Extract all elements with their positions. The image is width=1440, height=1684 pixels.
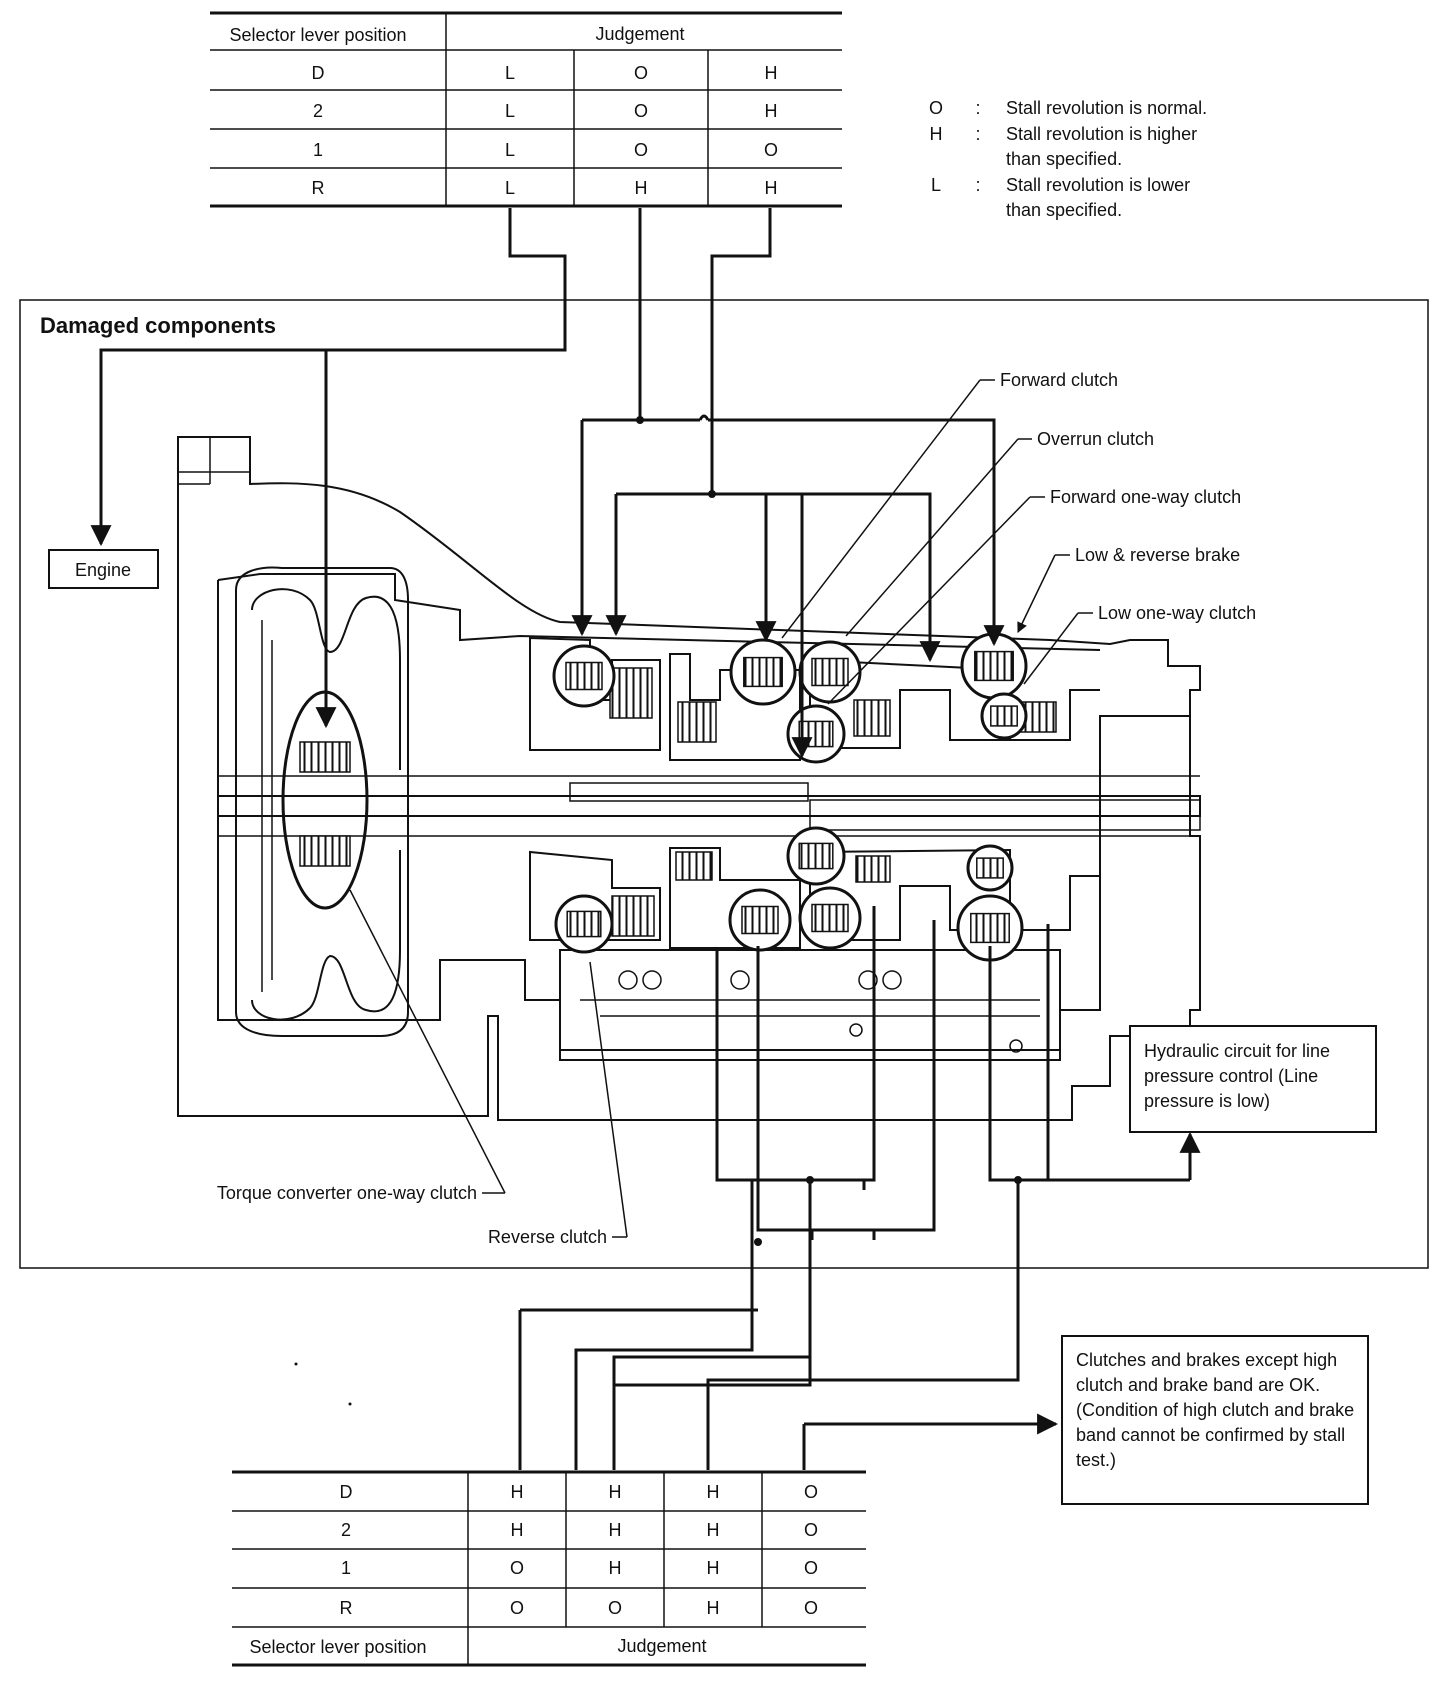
- circle-torque-converter-one-way-clutch: [281, 690, 369, 910]
- engine-label: Engine: [75, 560, 131, 580]
- bottom-table-cell: H: [707, 1598, 720, 1618]
- legend-separator: :: [975, 98, 980, 118]
- bottom-table-row-position: D: [340, 1482, 353, 1502]
- legend-text: Stall revolution is higher: [1006, 124, 1197, 144]
- circle-overrun-lower: [786, 826, 846, 886]
- bottom-table-row-position: 1: [341, 1558, 351, 1578]
- top-table-cell: O: [634, 140, 648, 160]
- bottom-table-row-position: R: [340, 1598, 353, 1618]
- bottom-table-cell: O: [804, 1482, 818, 1502]
- engine-box: [48, 549, 159, 589]
- bottom-connector-lines: [518, 906, 1201, 1470]
- legend-text-continued: than specified.: [1006, 200, 1122, 220]
- top-table-cell: L: [505, 140, 515, 160]
- legend-separator: :: [975, 124, 980, 144]
- circle-forward-clutch: [729, 638, 797, 706]
- label-forward-one-way-clutch: Forward one-way clutch: [1050, 487, 1241, 507]
- bottom-table-cell: H: [707, 1558, 720, 1578]
- top-table-cell: O: [634, 101, 648, 121]
- result-box: [1061, 1335, 1369, 1505]
- top-table-cell: L: [505, 178, 515, 198]
- top-table-cell: H: [765, 101, 778, 121]
- bottom-table-cell: H: [609, 1520, 622, 1540]
- top-table-cell: H: [765, 178, 778, 198]
- bottom-table-cell: H: [511, 1520, 524, 1540]
- label-low-reverse-brake: Low & reverse brake: [1075, 545, 1240, 565]
- circle-low-one-way-lower: [966, 844, 1014, 892]
- bottom-table-cell: O: [608, 1598, 622, 1618]
- circle-forward-clutch-upper: [552, 644, 616, 708]
- circle-low-reverse-lower: [956, 894, 1024, 962]
- circle-low-one-way-clutch: [980, 692, 1028, 740]
- top-table-row-position: 1: [313, 140, 323, 160]
- component-labels: Forward clutch Overrun clutch Forward on…: [217, 370, 1256, 1247]
- top-table-row-position: 2: [313, 101, 323, 121]
- label-reverse-clutch: Reverse clutch: [488, 1227, 607, 1247]
- bottom-table-cell: H: [609, 1482, 622, 1502]
- legend-symbol: O: [929, 98, 943, 118]
- top-table-cell: H: [765, 63, 778, 83]
- label-torque-converter-one-way-clutch: Torque converter one-way clutch: [217, 1183, 477, 1203]
- top-connector-lines: [90, 208, 1005, 759]
- legend-text-continued: than specified.: [1006, 149, 1122, 169]
- bottom-table-cell: H: [609, 1558, 622, 1578]
- bottom-table-footer-judgement: Judgement: [617, 1636, 706, 1656]
- bottom-table-row-position: 2: [341, 1520, 351, 1540]
- bottom-table-cell: O: [510, 1558, 524, 1578]
- bottom-table-cell: O: [804, 1558, 818, 1578]
- bottom-table-cell: H: [511, 1482, 524, 1502]
- circle-forward-one-way-clutch: [786, 704, 846, 764]
- top-table-cell: O: [764, 140, 778, 160]
- damaged-components-panel: [19, 299, 1429, 1269]
- bottom-table-cell: H: [707, 1482, 720, 1502]
- circle-forward-lower: [798, 886, 862, 950]
- label-forward-clutch: Forward clutch: [1000, 370, 1118, 390]
- result-text: Clutches and brakes except high clutch a…: [1076, 1350, 1355, 1470]
- top-table-header-position: Selector lever position: [229, 25, 406, 45]
- legend: O: Stall revolution is normal. H: Stall rev…: [929, 98, 1207, 220]
- legend-separator: :: [975, 175, 980, 195]
- bottom-table-cell: O: [804, 1520, 818, 1540]
- panel-title: Damaged components: [40, 313, 276, 338]
- top-table-row-position: R: [312, 178, 325, 198]
- legend-symbol: H: [930, 124, 943, 144]
- top-table-cell: H: [635, 178, 648, 198]
- label-low-one-way-clutch: Low one-way clutch: [1098, 603, 1256, 623]
- bottom-table-cell: O: [804, 1598, 818, 1618]
- top-table-cell: L: [505, 101, 515, 121]
- bottom-table-cell: O: [510, 1598, 524, 1618]
- top-table-cell: O: [634, 63, 648, 83]
- circle-reverse-clutch: [554, 894, 614, 954]
- hydraulic-circuit-text: Hydraulic circuit for line pressure cont…: [1144, 1041, 1331, 1111]
- top-table-row-position: D: [312, 63, 325, 83]
- bottom-table-footer-position: Selector lever position: [249, 1637, 426, 1657]
- hydraulic-circuit-box: [1129, 1025, 1377, 1133]
- bottom-table-cell: H: [707, 1520, 720, 1540]
- legend-text: Stall revolution is lower: [1006, 175, 1190, 195]
- legend-text: Stall revolution is normal.: [1006, 98, 1207, 118]
- top-table-header-judgement: Judgement: [595, 24, 684, 44]
- circle-overrun-clutch: [798, 640, 862, 704]
- label-overrun-clutch: Overrun clutch: [1037, 429, 1154, 449]
- legend-symbol: L: [931, 175, 941, 195]
- circle-high-clutch-lower: [728, 888, 792, 952]
- top-table-cell: L: [505, 63, 515, 83]
